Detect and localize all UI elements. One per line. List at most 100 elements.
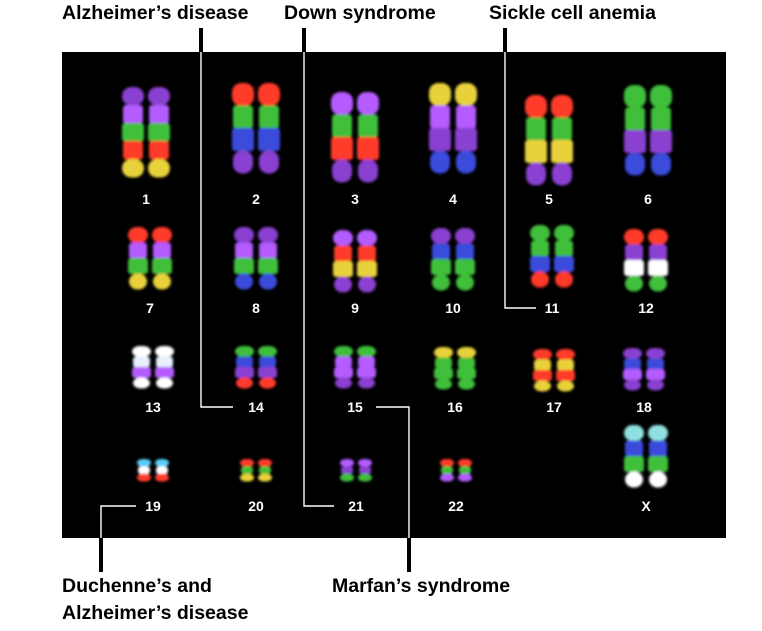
chromosome-pair-15 — [334, 346, 376, 389]
chromosome-band — [128, 258, 148, 274]
chromosome-band — [624, 379, 641, 391]
chromosome-15-b — [357, 346, 376, 389]
chromosome-band — [340, 473, 354, 482]
chromosome-band — [625, 471, 643, 488]
chromosome-pair-6 — [624, 85, 672, 176]
label-alzheimers-disease: Alzheimer’s disease — [62, 2, 249, 24]
chromosome-label-10: 10 — [445, 300, 461, 316]
chromosome-pair-9 — [333, 230, 377, 293]
chromosome-22-b — [458, 459, 472, 482]
chromosome-band — [647, 358, 664, 370]
chromosome-band — [457, 368, 476, 379]
chromosome-label-7: 7 — [146, 300, 154, 316]
chromosome-3-b — [357, 92, 379, 183]
chromosome-label-3: 3 — [351, 191, 359, 207]
chromosome-band — [137, 459, 151, 467]
chromosome-band — [129, 242, 147, 259]
chromosome-band — [259, 466, 271, 475]
chromosome-band — [552, 162, 572, 186]
chromosome-band — [440, 473, 454, 482]
chromosome-band — [122, 159, 144, 178]
chromosome-band — [258, 346, 277, 357]
chromosome-band — [334, 245, 352, 262]
chromosome-8-a — [234, 227, 254, 290]
chromosome-band — [258, 367, 277, 378]
chromosome-band — [431, 228, 451, 244]
chromosome-band — [650, 85, 672, 108]
chromosome-band — [153, 273, 171, 290]
chromosome-band — [148, 159, 170, 178]
chromosome-pair-1 — [122, 87, 170, 178]
chromosome-1-a — [122, 87, 144, 178]
chromosome-pair-22 — [440, 459, 472, 482]
chromosome-band — [624, 358, 641, 370]
chromosome-pair-18 — [623, 348, 665, 391]
chromosome-band — [551, 95, 573, 118]
chromosome-band — [651, 107, 671, 131]
chromosome-band — [156, 377, 173, 389]
chromosome-band — [258, 459, 272, 467]
chromosome-18-b — [646, 348, 665, 391]
chromosome-pair-4 — [429, 83, 477, 174]
chromosome-band — [625, 275, 643, 292]
chromosome-4-b — [455, 83, 477, 174]
chromosome-19-a — [137, 459, 151, 482]
chromosome-pair-3 — [331, 92, 379, 183]
chromosome-band — [333, 230, 353, 246]
chromosome-band — [331, 137, 353, 160]
chromosome-band — [155, 346, 174, 357]
chromosome-8-b — [258, 227, 278, 290]
chromosome-band — [153, 242, 171, 259]
chromosome-2-a — [232, 83, 254, 174]
chromosome-label-4: 4 — [449, 191, 457, 207]
chromosome-1-b — [148, 87, 170, 178]
chromosome-band — [331, 92, 353, 115]
chromosome-12-a — [624, 229, 644, 292]
chromosome-band — [133, 356, 150, 368]
chromosome-band — [429, 83, 451, 106]
chromosome-band — [258, 473, 272, 482]
chromosome-band — [554, 225, 574, 241]
chromosome-label-11: 11 — [545, 300, 560, 316]
chromosome-band — [334, 367, 353, 378]
chromosome-band — [235, 273, 253, 290]
chromosome-band — [624, 130, 646, 153]
chromosome-band — [441, 466, 453, 475]
chromosome-band — [625, 440, 643, 457]
chromosome-7-b — [152, 227, 172, 290]
chromosome-pair-10 — [431, 228, 475, 291]
chromosome-band — [455, 228, 475, 244]
chromosome-10-a — [431, 228, 451, 291]
chromosome-band — [526, 162, 546, 186]
chromosome-13-b — [155, 346, 174, 389]
chromosome-20-b — [258, 459, 272, 482]
chromosome-band — [456, 243, 474, 260]
chromosome-pairs — [122, 83, 672, 488]
chromosome-label-6: 6 — [644, 191, 652, 207]
chromosome-band — [651, 152, 671, 176]
chromosome-band — [152, 258, 172, 274]
chromosome-21-a — [340, 459, 354, 482]
chromosome-band — [236, 377, 253, 389]
chromosome-band — [531, 240, 549, 257]
chromosome-band — [129, 273, 147, 290]
label-marfans-syndrome: Marfan’s syndrome — [332, 575, 510, 597]
chromosome-band — [530, 225, 550, 241]
chromosome-pair-11 — [530, 225, 574, 288]
chromosome-band — [148, 123, 170, 142]
chromosome-band — [234, 227, 254, 243]
chromosome-label-20: 20 — [248, 498, 264, 514]
chromosome-band — [434, 368, 453, 379]
chromosome-pair-5 — [525, 95, 573, 186]
chromosome-band — [456, 274, 474, 291]
chromosome-6-b — [650, 85, 672, 176]
chromosome-band — [649, 440, 667, 457]
chromosome-band — [358, 114, 378, 138]
chromosome-band — [357, 92, 379, 115]
chromosome-band — [258, 258, 278, 274]
chromosome-band — [358, 377, 375, 389]
chromosome-band — [525, 95, 547, 118]
chromosome-band — [435, 378, 452, 390]
chromosome-band — [432, 243, 450, 260]
chromosome-band — [534, 380, 551, 392]
